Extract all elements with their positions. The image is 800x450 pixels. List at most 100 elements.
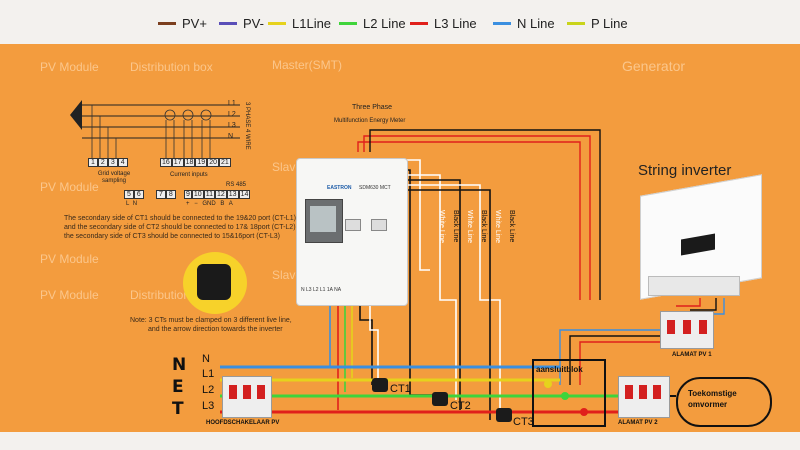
breaker-toggle[interactable] [229, 385, 237, 399]
note-line: Note: 3 CTs must be clamped on 3 differe… [130, 317, 292, 324]
terminal: 2 [97, 158, 108, 167]
ct2-clamp-icon [432, 392, 448, 406]
string-inverter-title: String inverter [638, 162, 732, 179]
legend-label: N Line [517, 15, 555, 31]
pv1-label: ALAMAT PV 1 [672, 352, 712, 358]
legend-item-p: P Line [567, 14, 628, 32]
ct-cabling [384, 159, 501, 420]
ct-label: CT1 [390, 383, 411, 395]
ct3-clamp-icon [496, 408, 512, 422]
phase-label: N [228, 133, 234, 140]
legend-swatch [268, 21, 286, 25]
legend-item-l1: L1Line [268, 14, 331, 32]
legend-label: P Line [591, 15, 628, 31]
legend-swatch [567, 21, 585, 25]
legend-item-pv-minus: PV- [219, 14, 264, 32]
bus-label: L3 [202, 400, 215, 412]
rs485-label: RS 485 [226, 182, 247, 188]
legend-swatch [339, 21, 357, 25]
legend-label: PV- [243, 15, 264, 31]
terminal: 13 [226, 190, 239, 199]
terminal: 11 [203, 190, 215, 199]
aux-terminal-block: 7 8 [156, 190, 176, 199]
breaker-toggle[interactable] [683, 320, 691, 334]
bus-label: L2 [202, 384, 215, 396]
terminal: 10 [191, 190, 204, 199]
future-inverter-label: Toekomstige omvormer [688, 389, 737, 409]
energy-meter: EASTRON SDM630 MCT N L3 L2 L1 1A NA [296, 158, 408, 306]
breaker-toggle[interactable] [653, 385, 661, 399]
meter-button[interactable] [371, 219, 387, 231]
aansluitblok-box: aansluitblok [532, 359, 606, 427]
phase-label: L1 [228, 100, 236, 107]
legend-swatch [158, 21, 176, 25]
power-terminal-block: 5 6 [124, 190, 144, 199]
terminal: 9 [184, 190, 192, 199]
note-line: The secondary side of CT1 should be conn… [64, 215, 296, 222]
legend-swatch [493, 21, 511, 25]
legend-item-n: N Line [493, 14, 555, 32]
bus-label: N [202, 353, 210, 365]
breaker-toggle[interactable] [699, 320, 707, 334]
aansluitblok-label: aansluitblok [536, 365, 583, 374]
breaker-toggle[interactable] [257, 385, 265, 399]
main-breaker-label: HOOFDSCHAKELAAR PV [206, 420, 280, 426]
net-letter: N [172, 355, 187, 375]
phase-label: L2 [228, 111, 236, 118]
legend-item-l2: L2 Line [339, 14, 406, 32]
legend-item-l3: L3 Line [410, 14, 477, 32]
phase-label: L3 [228, 122, 236, 129]
terminal-dot [544, 380, 552, 388]
breaker-toggle[interactable] [639, 385, 647, 399]
power-sub-labels: L N [126, 201, 138, 207]
breaker-toggle[interactable] [667, 320, 675, 334]
bottom-strip [0, 432, 800, 450]
terminal: 7 [156, 190, 166, 199]
meter-model: SDM630 MCT [359, 185, 391, 191]
terminal: 19 [195, 158, 208, 167]
legend-label: PV+ [182, 15, 207, 31]
terminal: 14 [238, 190, 251, 199]
legend-swatch [219, 21, 237, 25]
terminal-dot [561, 392, 569, 400]
ghost-label: PV Module [40, 180, 99, 194]
wiring-type-label: 3 PHASE 4 WIRE [244, 102, 250, 150]
meter-lcd [310, 206, 336, 232]
terminal: 6 [133, 190, 144, 199]
secondary-side-note: The secondary side of CT1 should be conn… [64, 214, 314, 241]
ghost-label: Master(SMT) [272, 58, 342, 72]
supply-arrow [70, 100, 82, 130]
terminal: 3 [107, 158, 118, 167]
legend-bar: PV+ PV- L1Line L2 Line L3 Line N Line P … [0, 0, 800, 44]
terminal: 1 [88, 158, 98, 167]
pv2-label: ALAMAT PV 2 [618, 420, 658, 426]
future-inverter: Toekomstige omvormer [676, 377, 772, 427]
legend-label: L2 Line [363, 15, 406, 31]
ct1-clamp-icon [372, 378, 388, 392]
meter-brand: EASTRON [327, 185, 352, 191]
note-line: and the secondary side of CT2 should be … [64, 224, 296, 231]
terminal: 18 [183, 158, 196, 167]
net-letter: E [172, 377, 184, 397]
cable-label: Black Line [508, 210, 515, 243]
current-inputs-caption: Current inputs [170, 172, 208, 178]
grid-terminal-block: 1 2 3 4 [88, 158, 128, 167]
schematic-taps [91, 105, 212, 158]
breaker-toggle[interactable] [243, 385, 251, 399]
meter-button[interactable] [345, 219, 361, 231]
inverter-display [681, 233, 715, 256]
breaker-toggle[interactable] [625, 385, 633, 399]
ct-label: CT3 [513, 416, 534, 428]
cable-label: White Line [494, 210, 501, 244]
terminal: 12 [214, 190, 227, 199]
pv2-breaker [618, 376, 670, 418]
bus-label: L1 [202, 368, 215, 380]
ghost-label: Generator [622, 58, 686, 74]
net-letter: T [172, 399, 184, 419]
grid-voltage-caption: Grid voltage sampling [97, 171, 131, 184]
terminal: 21 [218, 158, 231, 167]
ct-label: CT2 [450, 400, 471, 412]
meter-display [305, 199, 343, 243]
cable-label: White Line [438, 210, 445, 244]
